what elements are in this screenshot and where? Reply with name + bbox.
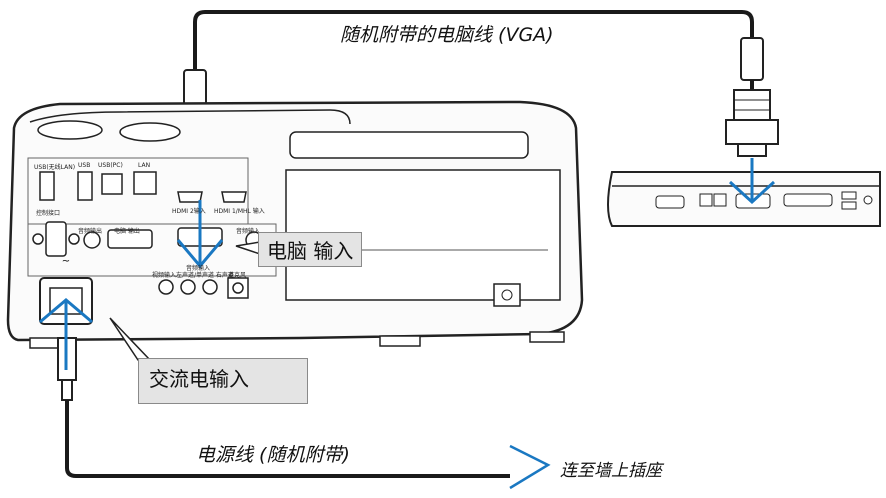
label-audio-out: 音频输出 bbox=[78, 228, 103, 235]
projector-body bbox=[6, 100, 584, 349]
label-control: 控制接口 bbox=[36, 210, 61, 217]
power-cord-line bbox=[65, 400, 510, 478]
audio-out-jack bbox=[83, 231, 101, 249]
label-video-in: 视频输入 bbox=[152, 272, 177, 279]
label-pc-out: 电脑 输出 bbox=[114, 228, 140, 235]
label-hdmi2: HDMI 2输入 bbox=[172, 208, 206, 215]
av-jacks bbox=[158, 277, 249, 299]
label-usb: USB bbox=[78, 162, 91, 169]
laptop bbox=[607, 171, 881, 227]
connection-arrows bbox=[39, 158, 776, 370]
label-lan: LAN bbox=[138, 162, 151, 169]
label-hdmi1: HDMI 1/MHL 输入 bbox=[214, 208, 265, 215]
label-usb-lan: USB(无线LAN) bbox=[34, 164, 76, 171]
control-port bbox=[32, 221, 80, 257]
wall-outlet-caption: 连至墙上插座 bbox=[560, 461, 662, 481]
label-mic: 麦克风 bbox=[228, 272, 247, 279]
label-audio-in2: 音频输入 bbox=[186, 265, 211, 272]
ferrite-core-right bbox=[740, 37, 764, 81]
wall-arrow bbox=[509, 444, 551, 490]
label-audio-in: 音频输入 bbox=[236, 228, 261, 235]
vga-plug-right bbox=[725, 89, 779, 157]
svg-text:~: ~ bbox=[62, 256, 70, 267]
hdmi-ports bbox=[177, 191, 247, 203]
computer-in-callout: 电脑 输入 bbox=[258, 232, 363, 267]
usb-ports bbox=[39, 171, 157, 201]
label-usb-pc: USB(PC) bbox=[98, 162, 123, 169]
label-lr: 左声道/单声道 右声道 bbox=[176, 272, 234, 279]
vga-cable-line bbox=[193, 10, 754, 72]
ac-in-callout: 交流电输入 bbox=[138, 358, 308, 404]
vga-cable-caption: 随机附带的电脑线 (VGA) bbox=[340, 24, 554, 46]
pc-out-port bbox=[107, 229, 153, 249]
power-cord-caption: 电源线 (随机附带) bbox=[196, 444, 350, 466]
